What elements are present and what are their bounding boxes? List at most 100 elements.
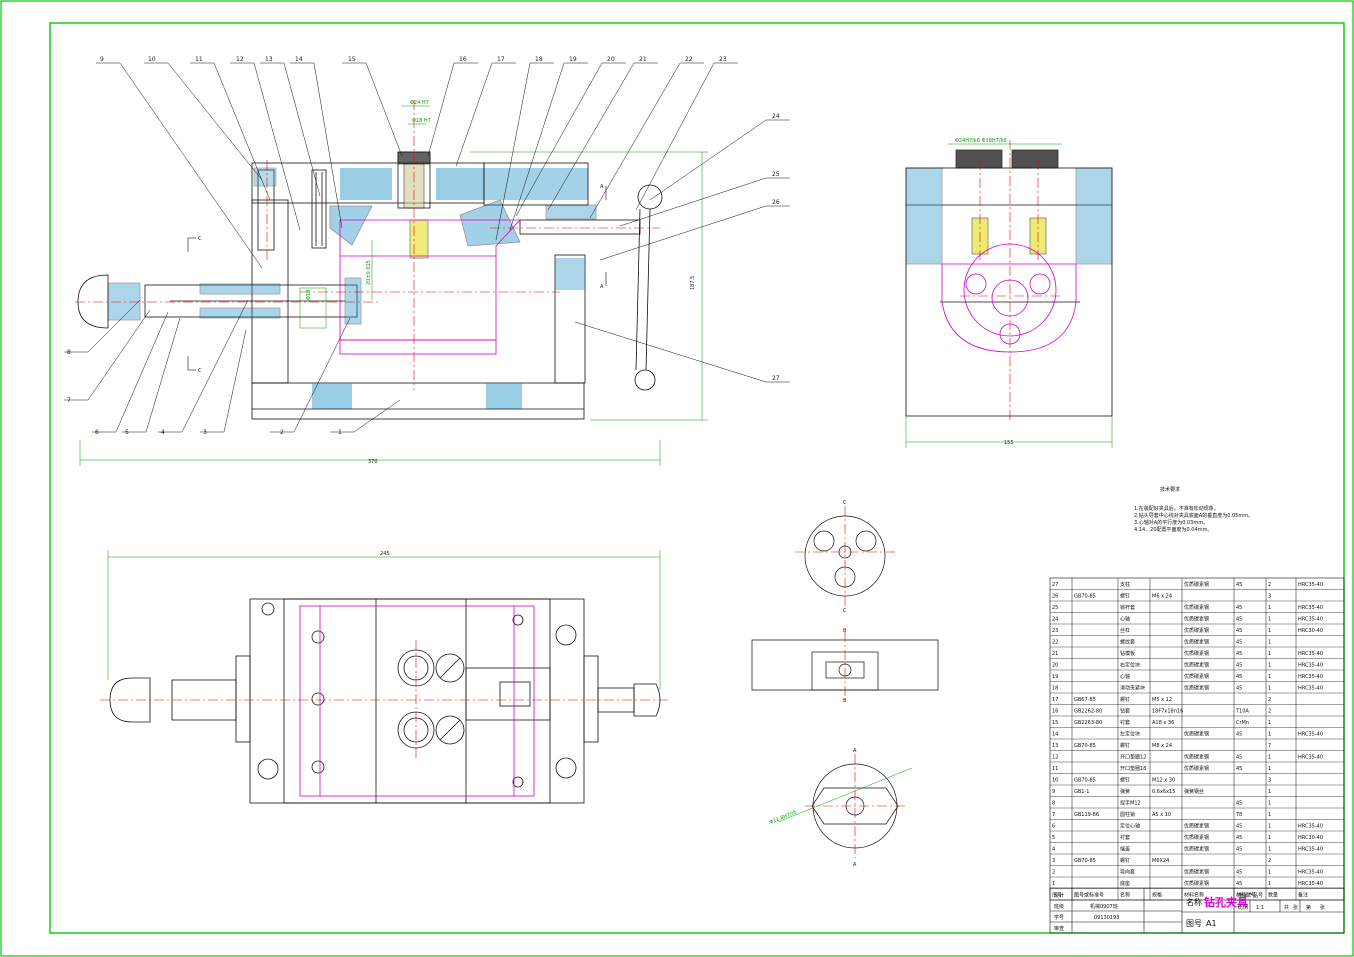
bom-cell-name: 丝杠: [1120, 627, 1130, 634]
bom-cell-mat: 优质碳素钢: [1184, 662, 1209, 669]
bom-cell-mcode: 45: [1236, 755, 1242, 761]
bom-header-mat: 材料名称: [1184, 892, 1204, 899]
tb-name-label: 名称: [1186, 897, 1202, 907]
bom-cell-mat: 优质碳素钢: [1184, 823, 1209, 830]
bom-cell-note: HRC35-40: [1298, 824, 1323, 830]
bom-cell-mcode: 45: [1236, 651, 1242, 657]
bom-cell-name: 导向套: [1120, 869, 1135, 876]
tb-class-val: 机械0907班: [1090, 903, 1118, 910]
bom-cell-mcode: 45: [1236, 732, 1242, 738]
tb-drawing-label: 图号: [1186, 919, 1202, 928]
bom-cell-mat: 优质碳素钢: [1184, 627, 1209, 634]
bom-cell-mat: 优质碳素钢: [1184, 731, 1209, 738]
bom-cell-no: 5: [1052, 835, 1055, 841]
bom-cell-note: HRC35-40: [1298, 651, 1323, 657]
dim-side-width: 155: [1004, 440, 1014, 446]
bom-cell-mat: 优质碳素钢: [1184, 765, 1209, 772]
plan-view-centerlines: [100, 640, 668, 760]
bom-cell-code: GB119-86: [1074, 812, 1099, 818]
bom-cell-name: 滑动夹紧块: [1120, 685, 1145, 692]
bom-cell-spec: M6 x 24: [1152, 594, 1172, 600]
tb-student-no: 学号: [1054, 914, 1064, 921]
dim-pin: Φ18: [306, 290, 312, 300]
bom-cell-no: 15: [1052, 720, 1058, 726]
bom-cell-note: HRC35-40: [1298, 847, 1323, 853]
bom-cell-mat: 优质碳素钢: [1184, 880, 1209, 887]
bom-cell-name: 锁杆套: [1120, 604, 1135, 611]
dims-front: [79, 105, 708, 466]
bom-cell-note: HRC35-40: [1298, 732, 1323, 738]
bom-cell-no: 12: [1052, 755, 1058, 761]
bom-cell-name: 螺钉: [1120, 857, 1130, 864]
bom-cell-mat: 优质碳素钢: [1184, 673, 1209, 680]
bom-cell-qty: 1: [1268, 640, 1271, 646]
bom-cell-name: 端盖: [1120, 846, 1130, 853]
bom-cell-qty: 1: [1268, 789, 1271, 795]
tech-req-line-2: 2.钻头导套中心线对夹具底面A的垂直度为0.05mm。: [1134, 512, 1253, 519]
bom-cell-name: 衬套: [1120, 719, 1130, 726]
tech-req-line-1: 1.在装配好夹具后，不准有松动现象。: [1134, 505, 1219, 512]
bom-cell-mcode: 45: [1236, 617, 1242, 623]
bom-cell-no: 26: [1052, 594, 1058, 600]
section-mark-a1: A: [600, 184, 604, 190]
balloon-13: 13: [265, 56, 273, 63]
bom-cell-mat: 优质碳素钢: [1184, 639, 1209, 646]
bom-cell-no: 13: [1052, 743, 1058, 749]
bom-cell-qty: 2: [1268, 858, 1271, 864]
bom-cell-no: 21: [1052, 651, 1058, 657]
tech-req-line-4: 4.14、20配置平面度为0.04mm。: [1134, 526, 1212, 533]
bom-cell-name: 螺钉: [1120, 593, 1130, 600]
bom-cell-no: 19: [1052, 674, 1058, 680]
bom-cell-qty: 1: [1268, 663, 1271, 669]
bom-cell-name: 钻套: [1120, 708, 1130, 715]
bom-cell-mcode: 45: [1236, 847, 1242, 853]
bom-cell-qty: 1: [1268, 755, 1271, 761]
tb-scale-val: 1:1: [1256, 905, 1264, 911]
tech-req-title: 技术要求: [1160, 486, 1180, 493]
balloon-8: 8: [67, 349, 71, 356]
dim-top-bushing-inner: Φ18 H7: [412, 118, 431, 124]
bom-cell-code: GB70-85: [1074, 743, 1096, 749]
bom-cell-note: HRC35-40: [1298, 582, 1323, 588]
bom-cell-name: 钻模板: [1120, 650, 1135, 657]
section-mark-c1: C: [198, 236, 202, 242]
bom-cell-note: HRC35-40: [1298, 663, 1323, 669]
bom-header-mcode: 材料代号: [1236, 892, 1256, 899]
dim-height: 187.5: [690, 276, 696, 290]
bom-cell-qty: 2: [1268, 697, 1271, 703]
bom-cell-name: 圆柱销: [1120, 811, 1135, 818]
bom-cell-mcode: 45: [1236, 674, 1242, 680]
bom-cell-name: 弹簧: [1120, 788, 1130, 795]
bom-cell-note: HRC30-40: [1298, 835, 1323, 841]
bom-cell-note: HRC30-40: [1298, 628, 1323, 634]
bom-cell-code: GB2263-80: [1074, 720, 1102, 726]
balloon-22: 22: [685, 56, 693, 63]
section-mark-b1: B: [843, 628, 847, 634]
balloon-26: 26: [772, 199, 780, 206]
tb-total-label: 共: [1284, 904, 1289, 911]
bom-cell-no: 23: [1052, 628, 1058, 634]
balloon-25: 25: [772, 171, 780, 178]
bom-cell-no: 1: [1052, 881, 1055, 887]
bom-cell-qty: 1: [1268, 881, 1271, 887]
dim-side-top: Φ24H7/k6 Φ18H7/k6: [955, 138, 1007, 144]
bom-cell-name: 衬套: [1120, 834, 1130, 841]
bom-cell-no: 16: [1052, 709, 1058, 715]
bom-cell-mat: 优质碳素钢: [1184, 616, 1209, 623]
balloons-top-labels: 9 10 11 12 13 14 15 16 17 18 19 20 21 22…: [100, 56, 780, 382]
section-marks-front: [187, 186, 607, 371]
balloon-1: 1: [338, 429, 342, 436]
bom-cell-mcode: 45: [1236, 801, 1242, 807]
leaders-bottom: [64, 299, 401, 433]
dim-top-bushing: Φ24 H7: [410, 100, 429, 106]
bom-cell-mcode: CrMn: [1236, 720, 1249, 726]
bom-cell-mcode: 45: [1236, 628, 1242, 634]
bom-header-spec: 规格: [1152, 892, 1162, 899]
balloon-10: 10: [148, 56, 156, 63]
inner-frame: [49, 22, 1345, 934]
tb-class: 班级: [1054, 903, 1064, 910]
bom-cell-no: 2: [1052, 870, 1055, 876]
bom-cell-name: 螺钉: [1120, 777, 1130, 784]
bom-cell-no: 22: [1052, 640, 1058, 646]
